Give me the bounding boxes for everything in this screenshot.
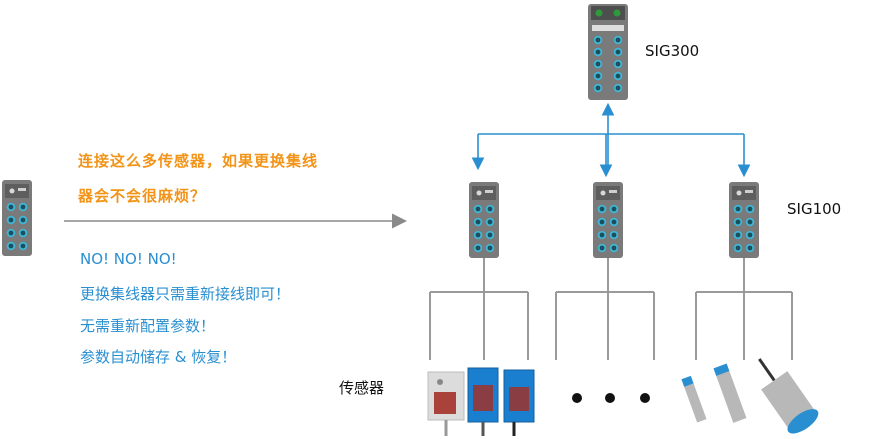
sig100-device-1: [469, 182, 499, 258]
inductive-sensor-2: [713, 363, 747, 423]
question-line-1: 连接这么多传感器，如果更换集线: [78, 152, 319, 170]
photoelectric-sensor-blue-2: [503, 369, 535, 436]
answer-line-4: 参数自动储存 & 恢复！: [80, 348, 237, 366]
inductive-sensor-1: [681, 375, 707, 423]
ellipsis-dots: [572, 393, 650, 403]
answer-line-1: NO! NO! NO!: [80, 250, 177, 268]
answer-line-2: 更换集线器只需重新接线即可！: [80, 285, 291, 303]
photoelectric-sensor-blue-1: [467, 367, 499, 436]
sensor-wiring: [429, 258, 793, 360]
sig100-device-3: [729, 182, 759, 258]
inductive-sensor-3: [758, 358, 819, 434]
question-line-2: 器会不会很麻烦？: [78, 187, 207, 205]
answer-line-3: 无需重新配置参数！: [80, 317, 216, 335]
sig100-label: SIG100: [787, 200, 842, 218]
left-hub-device: [2, 180, 32, 256]
sig300-device: [588, 4, 628, 100]
sensors-label: 传感器: [339, 379, 385, 397]
connection-tree: [471, 102, 751, 178]
photoelectric-sensor-white: [427, 371, 465, 436]
sig300-label: SIG300: [645, 42, 700, 60]
sig100-device-2: [593, 182, 623, 258]
